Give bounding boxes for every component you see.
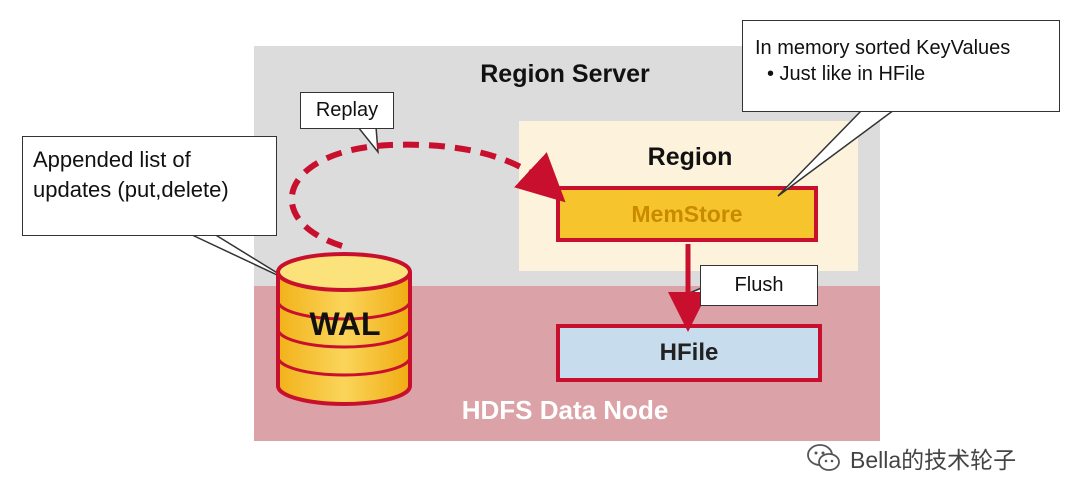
region-title: Region xyxy=(647,143,733,171)
memstore-box: MemStore xyxy=(556,186,818,242)
watermark: Bella的技术轮子 xyxy=(806,440,1016,476)
hfile-box: HFile xyxy=(556,324,822,382)
callout-mem-pointer xyxy=(777,108,897,197)
flush-label-box: Flush xyxy=(700,265,818,306)
wal-label: WAL xyxy=(309,306,381,342)
region-server-title: Region Server xyxy=(480,60,650,88)
wal-cylinder xyxy=(276,252,412,406)
wal-callout-line2: updates (put,delete) xyxy=(33,177,229,202)
wal-callout-line1: Appended list of xyxy=(33,147,191,172)
memstore-callout-line2: • Just like in HFile xyxy=(767,63,926,85)
replay-arrow xyxy=(288,141,566,249)
replay-label-box: Replay xyxy=(300,92,394,129)
hdfs-data-node-label: HDFS Data Node xyxy=(461,395,669,425)
replay-label: Replay xyxy=(315,99,379,121)
wechat-icon xyxy=(807,444,840,471)
memstore-label: MemStore xyxy=(631,200,743,227)
memstore-callout: In memory sorted KeyValues • Just like i… xyxy=(742,20,1060,112)
hfile-label: HFile xyxy=(659,339,719,366)
memstore-callout-line1: In memory sorted KeyValues xyxy=(755,37,1011,59)
flush-label: Flush xyxy=(734,274,784,296)
wal-callout: Appended list of updates (put,delete) xyxy=(22,136,277,236)
watermark-text: Bella的技术轮子 xyxy=(850,447,1017,473)
